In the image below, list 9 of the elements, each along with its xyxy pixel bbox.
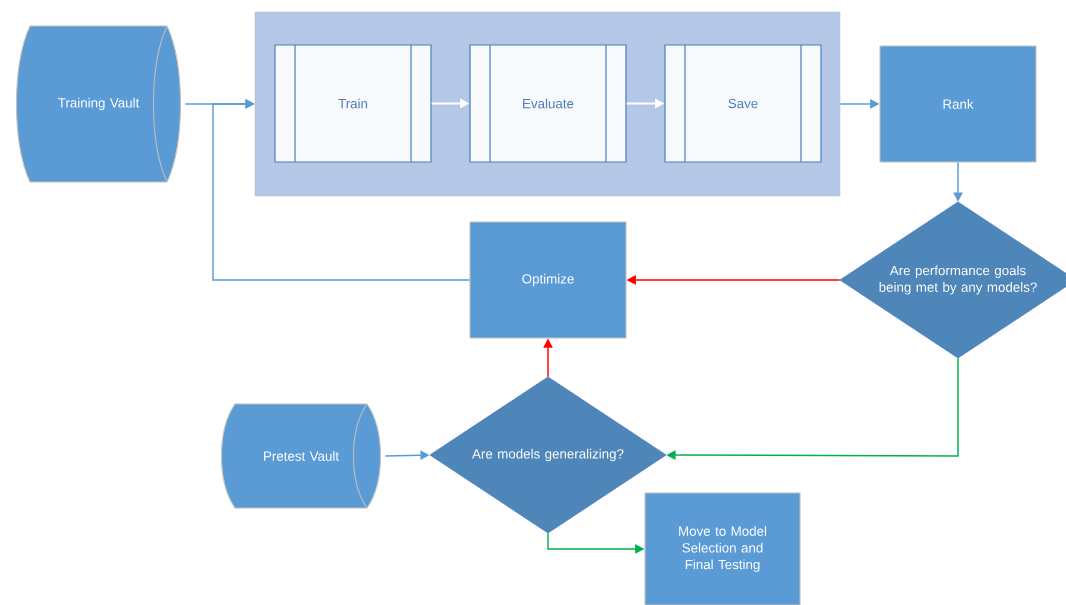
- process-box: Train: [274, 44, 432, 163]
- process-box: Optimize: [469, 221, 627, 339]
- storage-cylinder: Pretest Vault: [220, 403, 382, 509]
- storage-cylinder: Training Vault: [15, 25, 182, 183]
- process-box: Evaluate: [469, 44, 627, 163]
- process-box: Save: [664, 44, 822, 163]
- process-box: Rank: [879, 45, 1037, 163]
- arrow: [212, 99, 471, 281]
- process-box: Move to Model Selection and Final Testing: [644, 492, 801, 605]
